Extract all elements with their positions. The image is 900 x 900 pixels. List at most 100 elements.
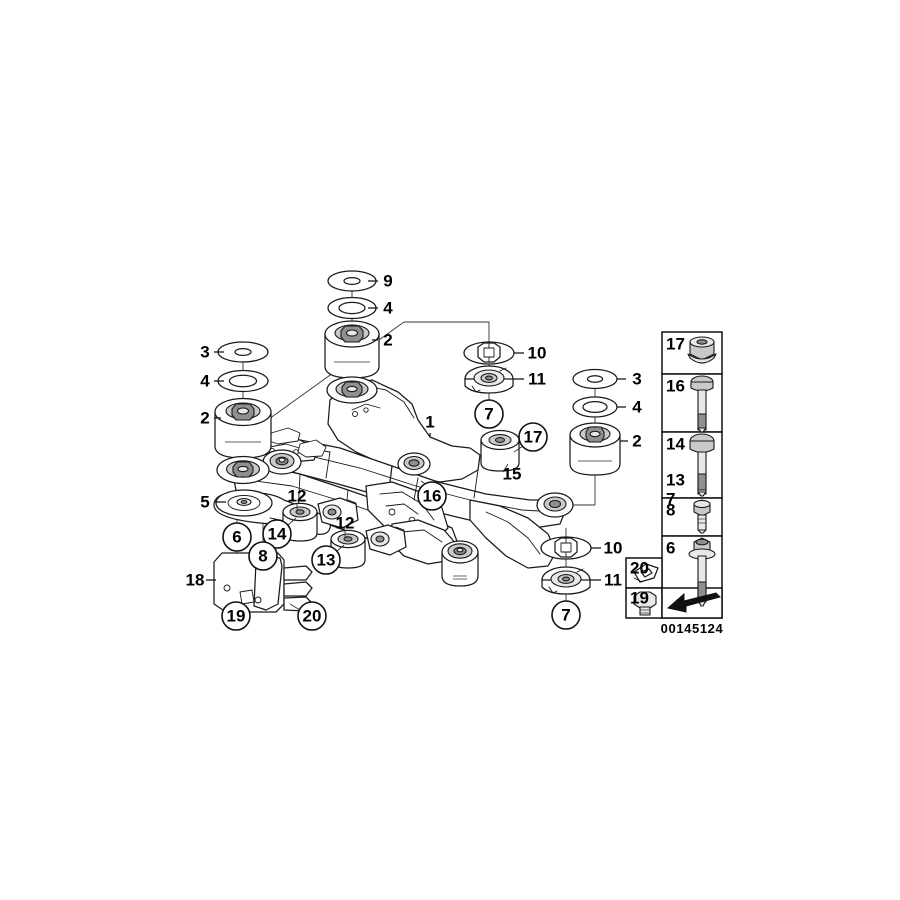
callout-6: 6	[222, 522, 252, 552]
callout-label: 2	[383, 331, 392, 350]
table-item-hex-screw	[633, 591, 657, 616]
subframe-bushing-far-right	[536, 492, 574, 518]
control-arm-eye-a	[317, 497, 359, 529]
callout-label: 11	[604, 571, 622, 590]
callout-7-bottom: 7	[551, 600, 581, 630]
callout-label: 7	[484, 405, 493, 424]
table-label-14: 14	[666, 435, 685, 454]
callout-2-top: 2	[372, 331, 393, 350]
table-item-retaining-clip	[633, 563, 659, 583]
callout-label: 1	[425, 413, 434, 432]
callout-4-left: 4	[200, 372, 224, 391]
callout-label: 12	[288, 487, 307, 506]
part-10-plate-top	[463, 341, 515, 365]
callout-label: 2	[632, 432, 641, 451]
callout-label: 8	[258, 547, 267, 566]
rear-axle-subframe-body	[231, 379, 567, 569]
table-item-short-bolt	[693, 499, 711, 534]
callout-label: 19	[227, 607, 246, 626]
callout-15: 15	[503, 463, 522, 484]
callout-14: 14	[262, 517, 297, 549]
callout-8: 8	[248, 541, 278, 571]
part-4-ring-top	[327, 296, 377, 320]
callout-11-top: 11	[513, 370, 546, 389]
callout-13: 13	[311, 544, 345, 575]
control-arm-eye-b	[365, 524, 407, 556]
table-label-8: 8	[666, 501, 675, 520]
part-2-bushing-left	[214, 397, 272, 459]
part-4-ring-right	[572, 396, 618, 418]
callout-10-bottom: 10	[591, 539, 622, 558]
callout-18: 18	[186, 571, 216, 590]
callout-label: 7	[561, 606, 570, 625]
parts-table	[625, 331, 723, 619]
part-11-bearing-bottom	[541, 566, 591, 595]
table-item-flanged-bolt	[688, 537, 716, 607]
table-label-16: 16	[666, 377, 685, 396]
callout-label: 4	[200, 372, 210, 391]
callout-20: 20	[289, 601, 327, 631]
callout-3-left: 3	[200, 343, 224, 362]
part-11-bearing-top	[464, 365, 514, 394]
table-label-7: 7	[666, 490, 675, 509]
subframe-bushing-bottom	[441, 540, 479, 587]
callout-label: 13	[317, 551, 336, 570]
callout-label: 20	[303, 607, 322, 626]
callout-17-mid: 17	[513, 422, 548, 453]
table-label-17: 17	[666, 335, 685, 354]
part-10-plate-bottom	[540, 536, 592, 560]
part-15-bushing	[480, 429, 520, 472]
callout-layer: 9 4 2 3 4 2 5	[186, 272, 642, 631]
table-item-long-bolt-2	[689, 433, 715, 497]
callout-label: 4	[383, 299, 393, 318]
callout-label: 4	[632, 398, 642, 417]
callout-label: 9	[383, 272, 392, 291]
table-label-13: 13	[666, 471, 685, 490]
callout-5: 5	[200, 493, 226, 512]
callout-9: 9	[368, 272, 393, 291]
callout-label: 2	[200, 409, 209, 428]
part-9-washer	[327, 270, 377, 292]
part-3-washer-right	[572, 368, 618, 390]
subframe-bushing-upper-left	[262, 449, 302, 475]
callout-1: 1	[425, 413, 434, 432]
callout-label: 17	[524, 428, 543, 447]
table-item-flange-nut	[687, 336, 717, 364]
callout-3-right: 3	[617, 370, 642, 389]
callout-label: 18	[186, 571, 205, 590]
callout-label: 3	[200, 343, 209, 362]
callout-12-a: 12	[288, 487, 307, 510]
callout-label: 3	[632, 370, 641, 389]
part-2-bushing-right	[569, 422, 621, 476]
subframe-bushing-right	[397, 452, 431, 476]
callout-10-top: 10	[514, 344, 546, 363]
callout-16: 16	[417, 480, 447, 511]
callout-7-top: 7	[474, 399, 504, 429]
callout-label: 11	[528, 370, 546, 389]
callout-label: 5	[200, 493, 209, 512]
part-4-ring-left	[217, 369, 269, 393]
callout-label: 10	[604, 539, 623, 558]
callout-4-right: 4	[617, 398, 642, 417]
table-label-6: 6	[666, 539, 675, 558]
callout-2-right: 2	[620, 432, 642, 451]
callout-label: 6	[232, 528, 241, 547]
part-3-washer-left	[217, 341, 269, 363]
diagram-reference-code: 00145124	[661, 621, 724, 636]
subframe-bushing-seat-left	[216, 455, 270, 485]
callout-19: 19	[221, 601, 251, 631]
subframe-bushing-seat-top	[326, 376, 378, 404]
callout-4-top: 4	[368, 299, 393, 318]
callout-12-b: 12	[336, 514, 355, 537]
callout-label: 14	[268, 525, 287, 544]
callout-label: 12	[336, 514, 355, 533]
callout-label: 10	[528, 344, 547, 363]
callout-11-bottom: 11	[590, 571, 622, 590]
table-label-20: 20	[630, 559, 649, 578]
callout-label: 15	[503, 465, 522, 484]
table-label-19: 19	[630, 589, 649, 608]
callout-2-left: 2	[200, 409, 221, 428]
direction-arrow-icon	[666, 592, 721, 613]
